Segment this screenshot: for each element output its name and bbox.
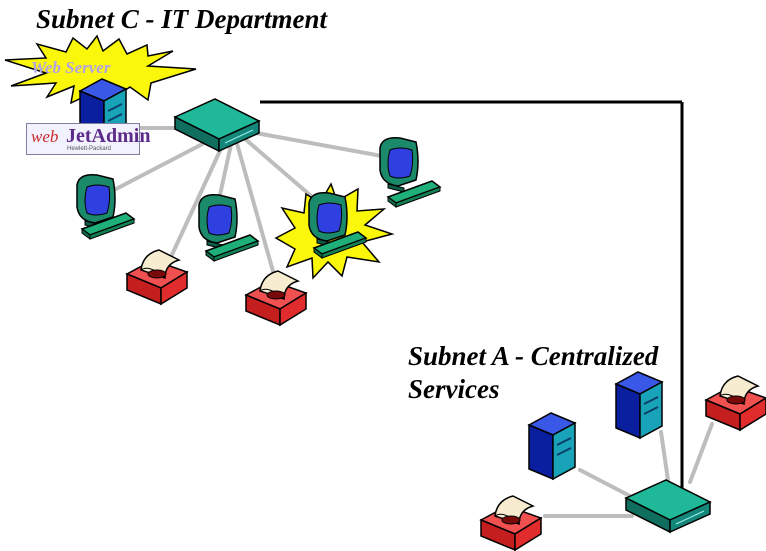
logo-jetadmin-text: JetAdmin <box>66 125 151 147</box>
web-server-label: Web Server <box>31 58 111 77</box>
subnet-c-links <box>114 126 384 284</box>
logo-subtext: Hewlett-Packard <box>67 146 112 152</box>
subnet-a-title-line1: Subnet A - Centralized <box>408 341 659 371</box>
subnet-a-server-1 <box>528 412 576 480</box>
workstation-2 <box>198 193 238 250</box>
subnet-c-hub <box>174 98 260 152</box>
uplink-line <box>260 100 684 490</box>
printer-2 <box>245 270 307 326</box>
printer-1 <box>126 249 188 305</box>
subnet-a-links <box>543 422 714 518</box>
webjetadmin-logo: web JetAdmin Hewlett-Packard <box>26 123 150 155</box>
subnet-a-printer-2 <box>480 495 542 551</box>
subnet-a-title: Subnet A - Centralized Services <box>408 340 658 406</box>
subnet-c-title: Subnet C - IT Department <box>36 4 328 34</box>
subnet-a-hub <box>625 479 711 533</box>
workstation-4 <box>379 136 419 193</box>
subnet-a-title-line2: Services <box>408 374 500 404</box>
subnet-a-printer-1 <box>705 375 766 431</box>
logo-web-text: web <box>31 127 59 146</box>
